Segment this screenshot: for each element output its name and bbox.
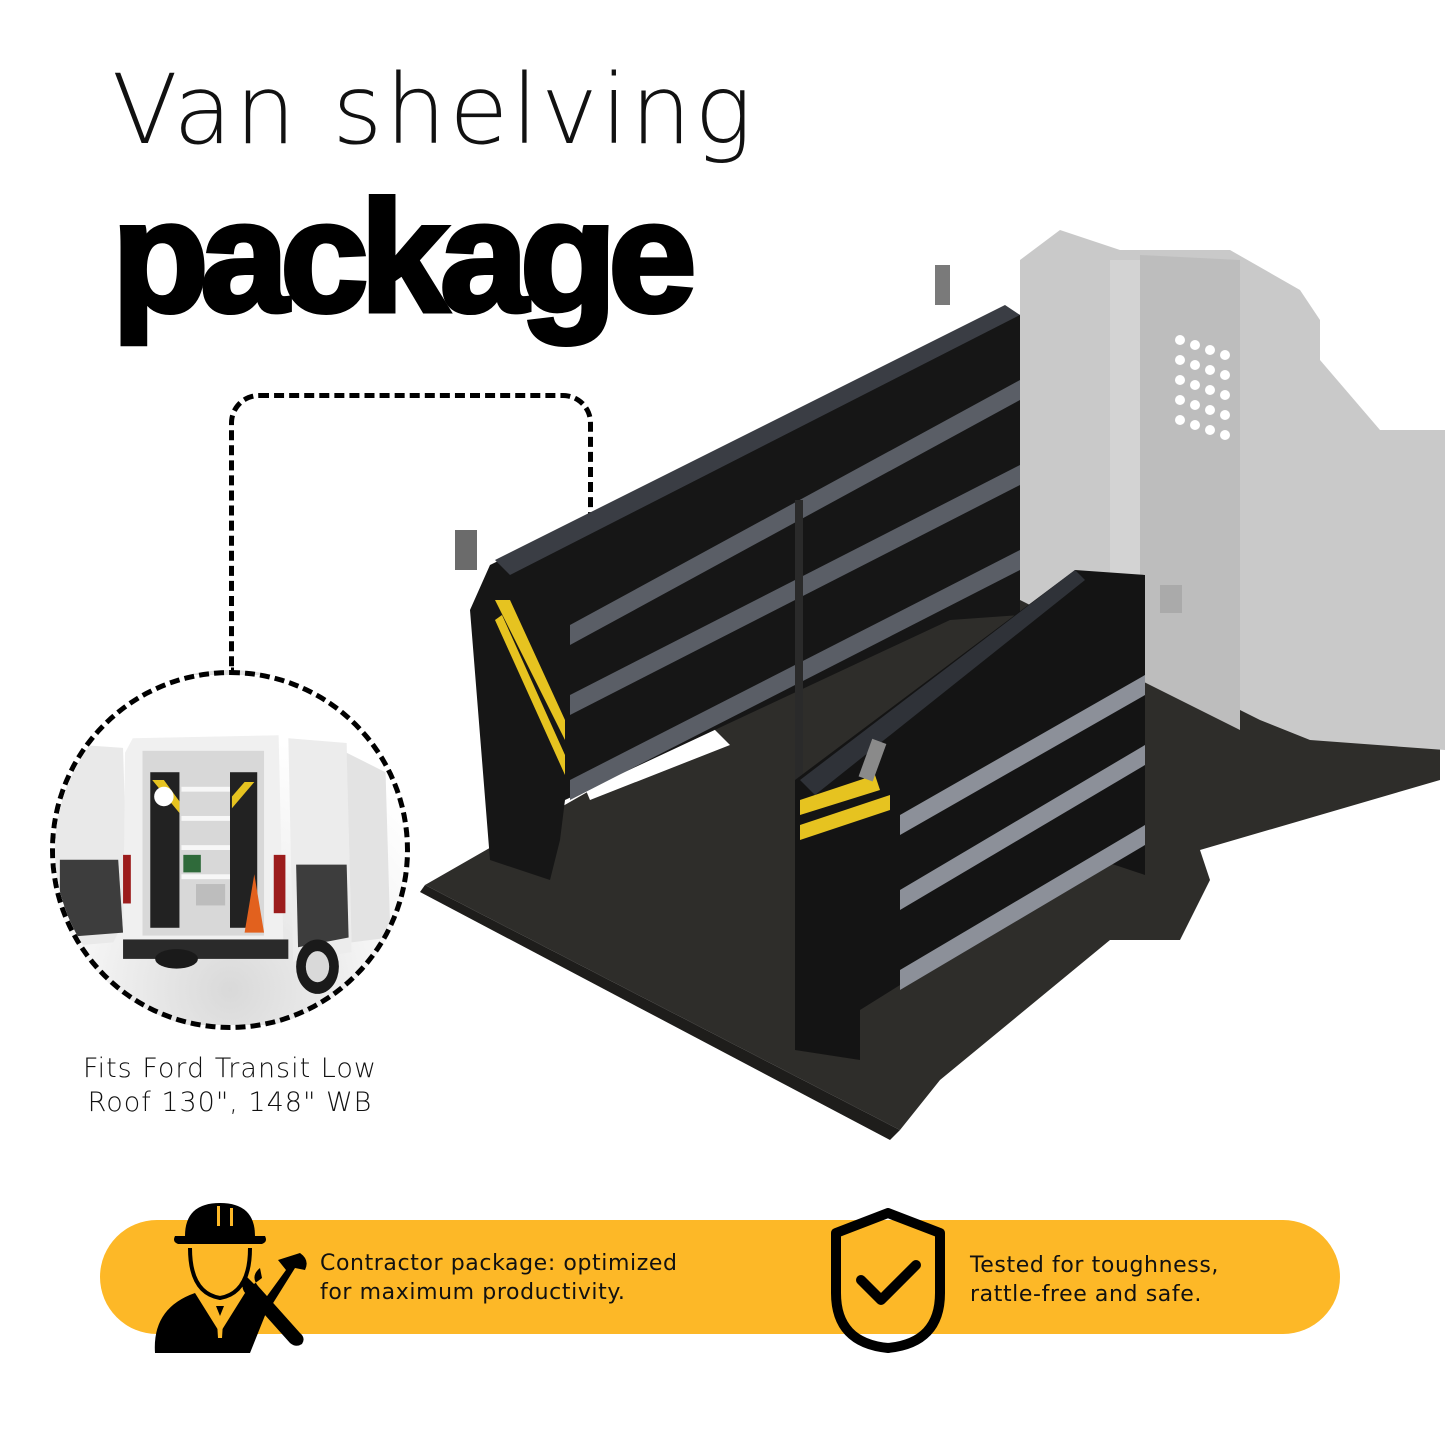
fitment-caption-line-1: Fits Ford Transit Low bbox=[83, 1053, 377, 1084]
fitment-caption: Fits Ford Transit Low Roof 130", 148" WB bbox=[40, 1052, 420, 1120]
features-banner bbox=[100, 1220, 1340, 1334]
fitment-caption-line-2: Roof 130", 148" WB bbox=[87, 1087, 373, 1118]
feature-tested-text: Tested for toughness, rattle-free and sa… bbox=[970, 1251, 1219, 1309]
contractor-worker-icon bbox=[154, 1203, 307, 1353]
shield-check-icon bbox=[831, 1207, 945, 1353]
feature-contractor: Contractor package: optimized for maximu… bbox=[150, 1198, 678, 1358]
headline-line-2: package bbox=[109, 169, 698, 345]
feature-tested: Tested for toughness, rattle-free and sa… bbox=[828, 1205, 1219, 1355]
feature-contractor-line-2: for maximum productivity. bbox=[320, 1280, 626, 1305]
feature-contractor-line-1: Contractor package: optimized bbox=[320, 1251, 678, 1276]
feature-tested-line-2: rattle-free and safe. bbox=[970, 1282, 1202, 1307]
shelving-product-image bbox=[420, 230, 1445, 1140]
headline-line-1: Van shelving bbox=[112, 54, 755, 166]
van-rear-illustration bbox=[55, 735, 391, 994]
feature-contractor-text: Contractor package: optimized for maximu… bbox=[320, 1249, 678, 1307]
feature-tested-line-1: Tested for toughness, bbox=[970, 1253, 1219, 1278]
van-photo-inset bbox=[50, 670, 410, 1030]
